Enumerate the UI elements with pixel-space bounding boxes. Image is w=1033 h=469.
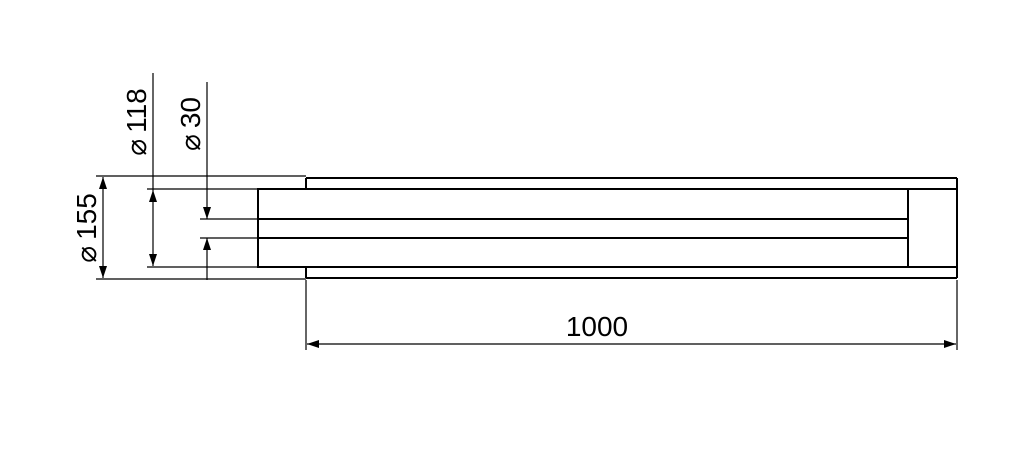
inner-diameter-label: ⌀ 30 (175, 97, 206, 151)
inner-bore (258, 218, 908, 239)
diameter-symbol: ⌀ (71, 246, 102, 263)
middle-diameter-value: 118 (121, 88, 152, 133)
extension-lines (96, 175, 958, 350)
diameter-symbol: ⌀ (121, 139, 152, 156)
dimension-outer-diameter: ⌀ 155 (71, 177, 107, 278)
outer-diameter-value: 155 (71, 193, 102, 240)
dimension-middle-diameter: ⌀ 118 (121, 73, 157, 266)
dimension-length: 1000 (307, 311, 956, 348)
dimension-inner-diameter: ⌀ 30 (175, 82, 211, 280)
outer-diameter-label: ⌀ 155 (71, 193, 102, 263)
middle-diameter-label: ⌀ 118 (121, 88, 152, 156)
length-label: 1000 (566, 311, 628, 342)
outer-tube (305, 177, 958, 279)
middle-tube (257, 188, 958, 268)
diameter-symbol: ⌀ (175, 134, 206, 151)
inner-diameter-value: 30 (175, 97, 206, 128)
